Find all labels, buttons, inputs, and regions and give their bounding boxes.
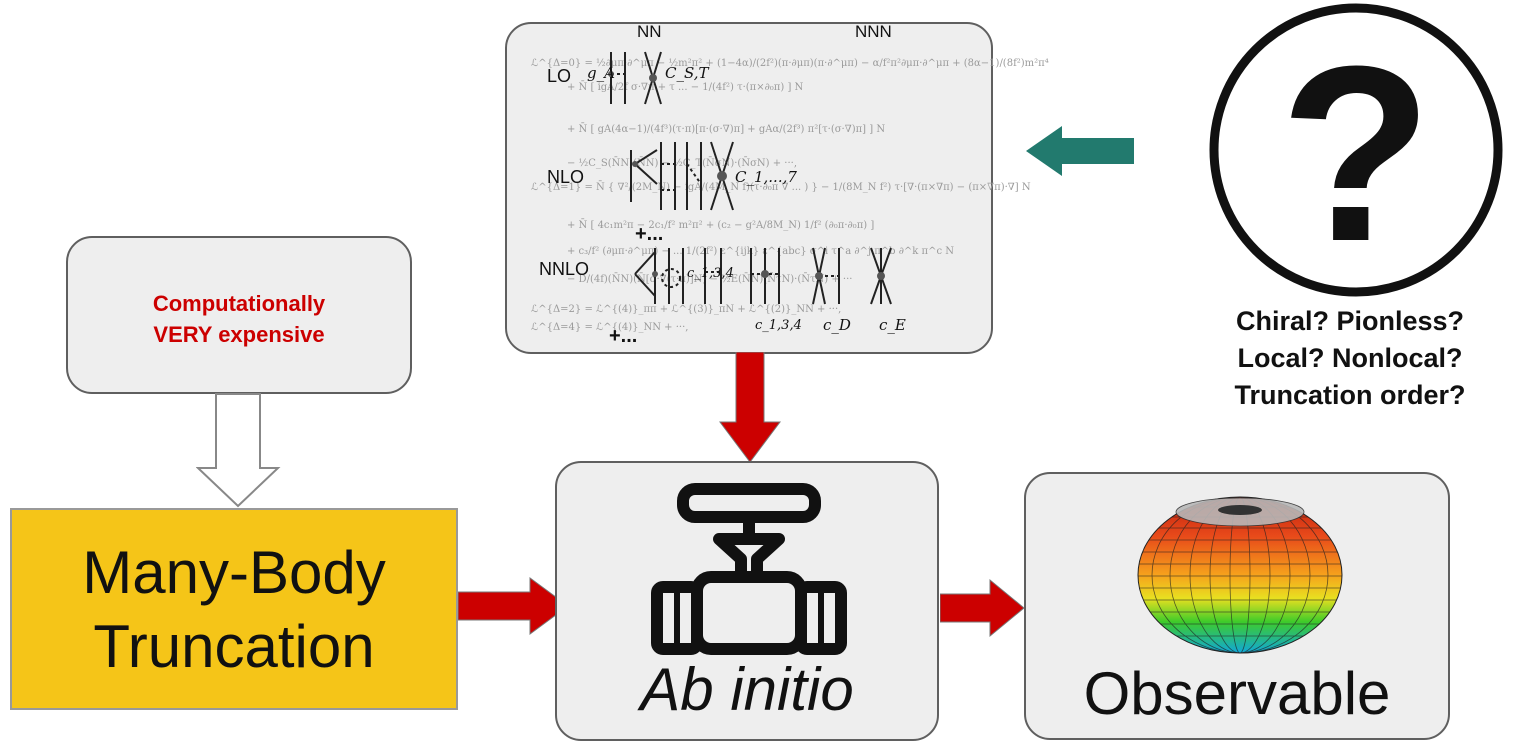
question-line-3: Truncation order? (1234, 380, 1466, 410)
order-nlo: NLO (547, 167, 585, 187)
observable-box: Observable (1024, 472, 1450, 740)
model-questions: Chiral? Pionless? Local? Nonlocal? Trunc… (1162, 303, 1538, 414)
lagrangian-box: ℒ^{Δ=0} = ½∂μπ·∂^μπ − ½m²π² + (1−4α)/(2f… (505, 22, 1049, 354)
coef-ga: g_A (587, 64, 615, 82)
formula-line-4: − ½C_S(N̄N)(N̄N) − ½C_T(N̄σN)·(N̄σN) + ·… (567, 158, 797, 169)
deformed-nucleus-icon (1137, 496, 1343, 654)
header-nn: NN (637, 22, 662, 41)
cost-text: Computationally VERY expensive (68, 288, 410, 350)
abinitio-box: Ab initio (555, 461, 939, 741)
observable-label: Observable (1083, 660, 1391, 727)
hollow-down-arrow (196, 393, 281, 508)
formula-line-1: ℒ^{Δ=0} = ½∂μπ·∂^μπ − ½m²π² + (1−4α)/(2f… (531, 58, 1049, 69)
svg-text:+...: +... (635, 223, 663, 245)
cost-box: Computationally VERY expensive (66, 236, 412, 394)
coef-cd: c_D (823, 316, 851, 334)
coef-c134-b: c_1,3,4 (755, 318, 802, 333)
header-nnn: NNN (855, 22, 892, 41)
formula-line-10: ℒ^{Δ=4} = ℒ^{(4)}_NN + ···, (531, 322, 689, 333)
question-mark-icon: ? (1209, 3, 1503, 297)
formula-line-9: ℒ^{Δ=2} = ℒ^{(4)}_ππ + ℒ^{(3)}_πN + ℒ^{(… (531, 304, 842, 315)
formula-line-8: − D/(4f)(N̄N)(N̄[σ·∇(τ·π)]N) − ½E(N̄N)(N… (567, 274, 853, 285)
feynman-diagrams: +... +... (608, 51, 892, 347)
formula-line-5: ℒ^{Δ=1} = N̄ { ∇²/(2M_N) − igA/(4M_N f)(… (531, 182, 1031, 193)
question-line-1: Chiral? Pionless? (1235, 306, 1465, 336)
truncation-line-1: Many-Body (82, 539, 386, 606)
coef-c134-a: c_1,3,4 (687, 266, 734, 281)
abinitio-label: Ab initio (640, 656, 854, 723)
arrow-truncation-to-abinitio (458, 577, 569, 635)
cost-line-2: VERY expensive (153, 322, 325, 347)
question-line-2: Local? Nonlocal? (1237, 343, 1463, 373)
formula-line-3: + N̄ [ gA(4α−1)/(4f³)(τ·π)[π·(σ·∇)π] + g… (567, 124, 886, 135)
arrow-abinitio-to-observable (940, 578, 1025, 638)
coef-cs-ct: C_S,T (665, 64, 709, 82)
formula-line-7: + c₃/f² (∂μπ·∂^μπ) − ... 1/(2f²) ε^{ijk}… (567, 246, 955, 257)
cost-line-1: Computationally (152, 291, 326, 316)
order-lo: LO (547, 66, 572, 86)
formula-line-6: + N̄ [ 4c₁m²π − 2c₁/f² m²π² + (c₂ − g²A/… (567, 220, 875, 231)
svg-text:?: ? (1280, 14, 1433, 293)
coef-c1-7: C_1,...,7 (735, 168, 797, 186)
order-nnlo: NNLO (539, 259, 590, 279)
formula-line-2: + N̄ [ igA/2f σ·∇π + τ ... − 1/(4f²) τ·(… (567, 82, 804, 93)
arrow-lagrangian-to-abinitio (719, 352, 781, 463)
coef-ce: c_E (879, 316, 906, 334)
valve-icon (651, 483, 847, 655)
truncation-line-2: Truncation (93, 613, 375, 680)
svg-text:+...: +... (609, 325, 637, 347)
arrow-question-to-lagrangian (1026, 126, 1134, 176)
truncation-box: Many-Body Truncation (10, 508, 458, 710)
